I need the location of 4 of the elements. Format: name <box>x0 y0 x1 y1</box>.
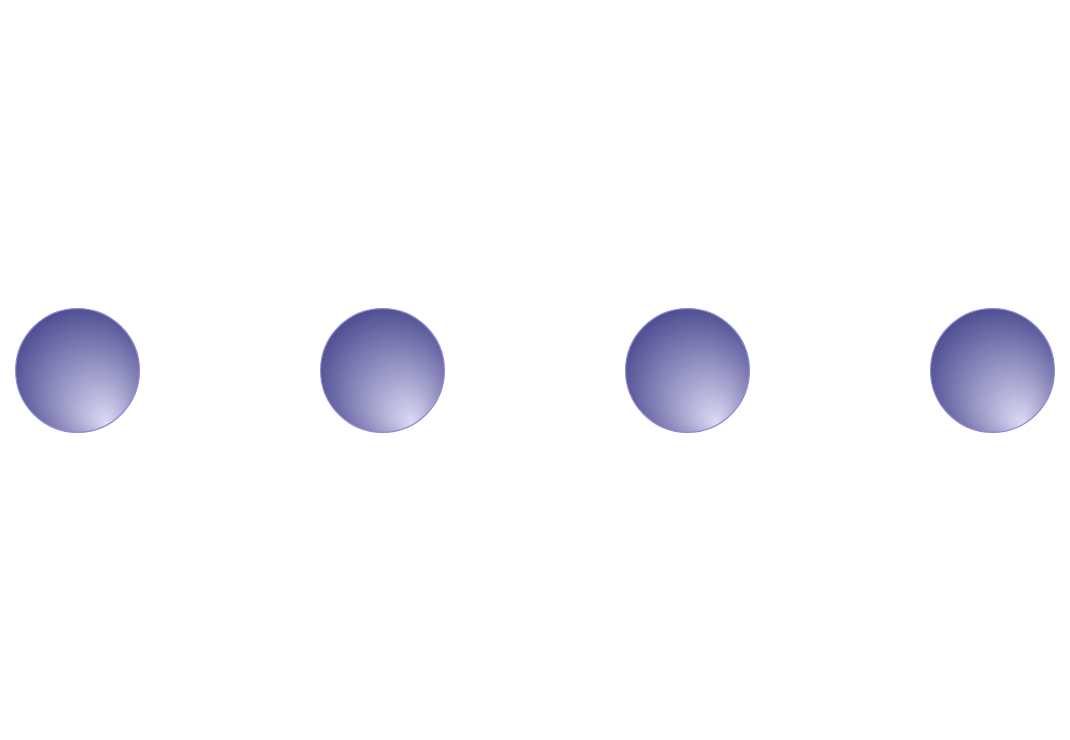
node-person <box>15 307 140 433</box>
node-person <box>930 307 1055 433</box>
node-person <box>320 307 445 433</box>
node-person <box>625 307 750 433</box>
